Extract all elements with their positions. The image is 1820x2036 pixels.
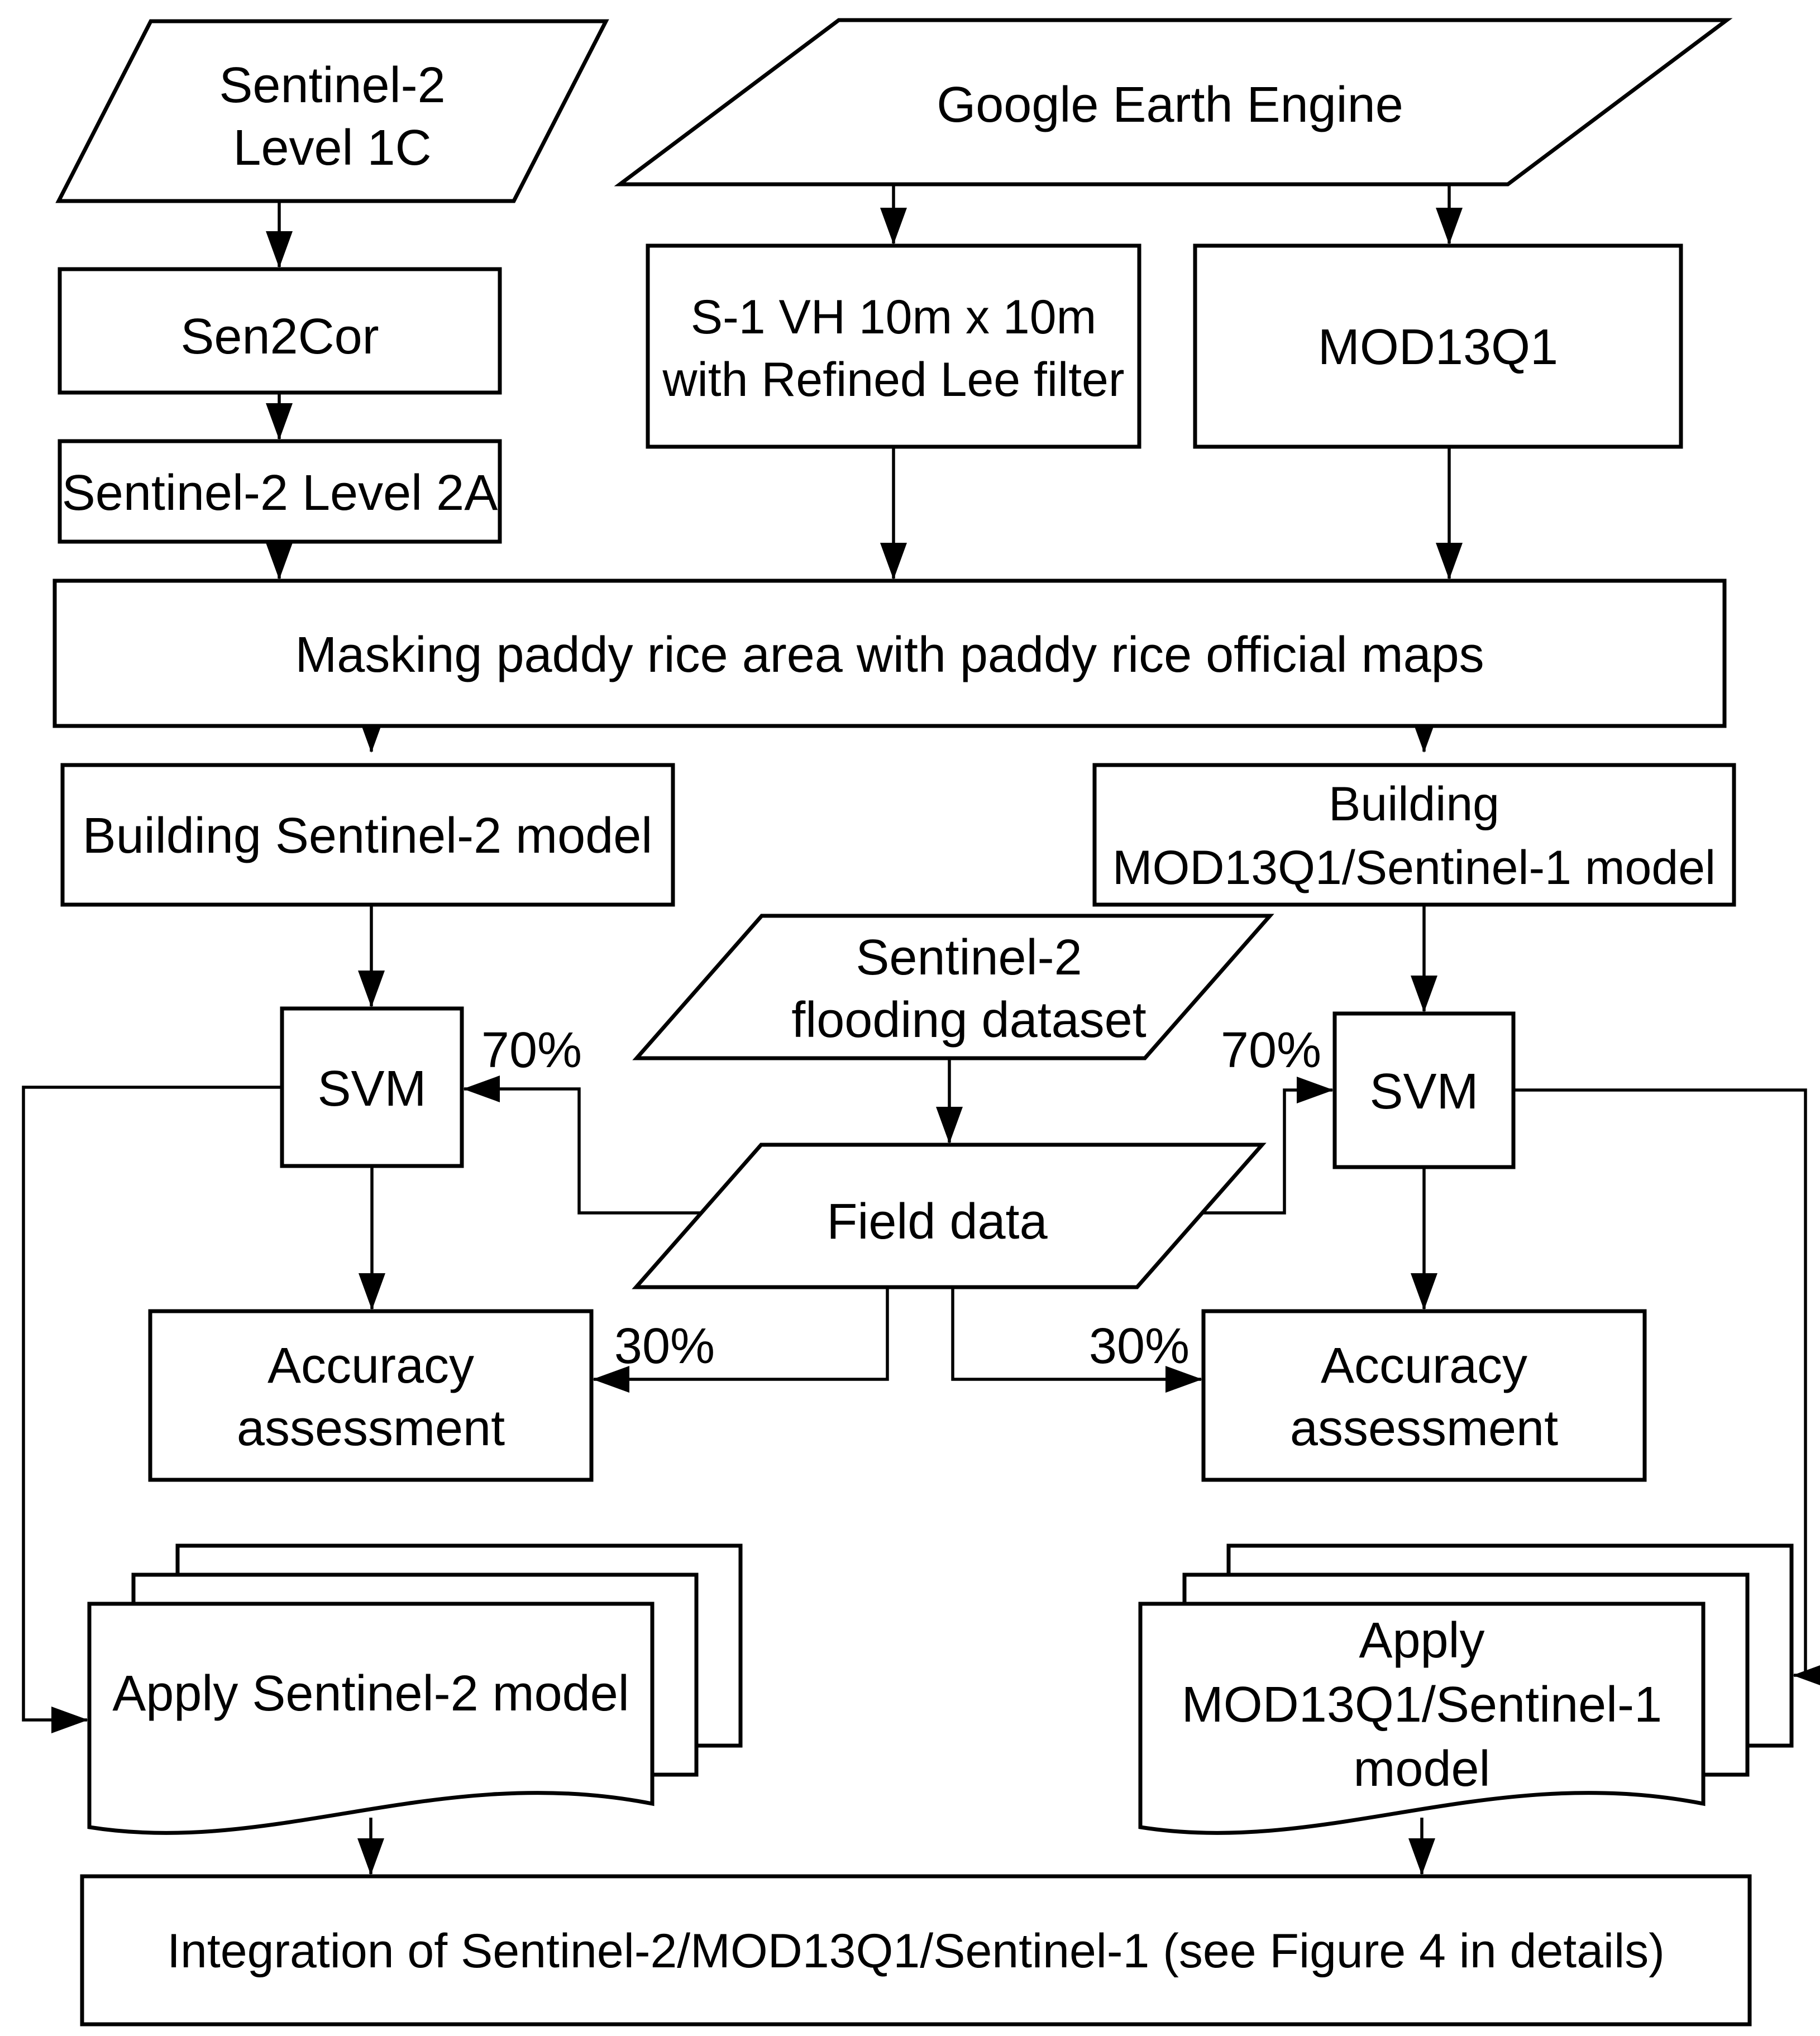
label-apply-mod-line1: Apply [1359, 1613, 1484, 1669]
edge-label-70pct-right: 70% [1221, 1022, 1321, 1078]
node-masking-paddy-rice [52, 579, 1727, 728]
node-google-earth-engine [614, 18, 1733, 187]
label-apply-mod-line3: model [1353, 1741, 1490, 1797]
label-svm-left: SVM [317, 1061, 426, 1117]
node-svm-left [280, 1006, 464, 1168]
node-svm-right [1332, 1011, 1516, 1169]
label-sen2cor: Sen2Cor [180, 309, 379, 365]
node-accuracy-assessment-left [148, 1309, 594, 1482]
node-apply-mod13q1-sentinel1-model-stack [1138, 1543, 1794, 1835]
edge-label-30pct-left: 30% [614, 1318, 715, 1374]
node-building-mod13q1-sentinel1-model [1092, 763, 1736, 907]
node-accuracy-assessment-right [1201, 1309, 1647, 1482]
label-sentinel2-level1c-line2: Level 1C [233, 120, 431, 176]
edge-field-data-30pct-to-accuracy-right [951, 1287, 1202, 1393]
label-accuracy-left-line1: Accuracy [267, 1338, 474, 1394]
label-accuracy-left-line2: assessment [237, 1401, 505, 1456]
node-sentinel2-level1c [55, 19, 609, 203]
edge-label-70pct-left: 70% [481, 1022, 582, 1078]
label-accuracy-right-line2: assessment [1290, 1401, 1558, 1456]
label-flooding-dataset-line1: Sentinel-2 [856, 930, 1082, 986]
label-flooding-dataset-line2: flooding dataset [791, 992, 1147, 1048]
node-field-data [632, 1143, 1267, 1289]
label-building-mod-line1: Building [1329, 777, 1499, 831]
node-sen2cor [58, 267, 502, 395]
label-building-sentinel2-model: Building Sentinel-2 model [83, 808, 653, 864]
edge-svm-left-to-apply-s2 [22, 1086, 282, 1733]
label-s1-vh-line1: S-1 VH 10m x 10m [691, 290, 1096, 344]
label-field-data: Field data [827, 1194, 1048, 1250]
node-s1-vh [646, 243, 1141, 449]
label-mod13q1: MOD13Q1 [1318, 319, 1558, 375]
label-accuracy-right-line1: Accuracy [1321, 1338, 1527, 1394]
label-integration: Integration of Sentinel-2/MOD13Q1/Sentin… [167, 1924, 1665, 1978]
node-apply-sentinel2-model-stack [87, 1543, 743, 1835]
label-s1-vh-line2: with Refined Lee filter [662, 353, 1125, 407]
label-building-mod-line2: MOD13Q1/Sentinel-1 model [1112, 841, 1716, 895]
node-mod13q1 [1193, 243, 1683, 449]
edge-svm-right-to-apply-mod [1513, 1088, 1820, 1689]
label-apply-sentinel2-model: Apply Sentinel-2 model [112, 1666, 629, 1722]
label-apply-mod-line2: MOD13Q1/Sentinel-1 [1182, 1677, 1662, 1733]
edge-field-data-70pct-to-svm-right [1202, 1077, 1334, 1215]
label-sentinel2-level2a: Sentinel-2 Level 2A [62, 465, 498, 521]
label-google-earth-engine: Google Earth Engine [937, 77, 1403, 133]
document-sheet-front [1138, 1602, 1706, 1835]
node-integration [80, 1874, 1752, 2027]
label-svm-right: SVM [1369, 1064, 1478, 1120]
node-building-sentinel2-model [60, 763, 675, 907]
node-sentinel2-level2a [58, 439, 502, 544]
edge-label-30pct-right: 30% [1089, 1318, 1190, 1374]
document-sheet-front [87, 1602, 655, 1835]
node-sentinel2-flooding-dataset [632, 914, 1274, 1060]
edge-field-data-30pct-to-accuracy-left [593, 1287, 889, 1393]
label-masking-paddy-rice: Masking paddy rice area with paddy rice … [295, 627, 1484, 683]
edge-field-data-70pct-to-svm-left [463, 1076, 701, 1215]
label-sentinel2-level1c-line1: Sentinel-2 [219, 58, 445, 113]
